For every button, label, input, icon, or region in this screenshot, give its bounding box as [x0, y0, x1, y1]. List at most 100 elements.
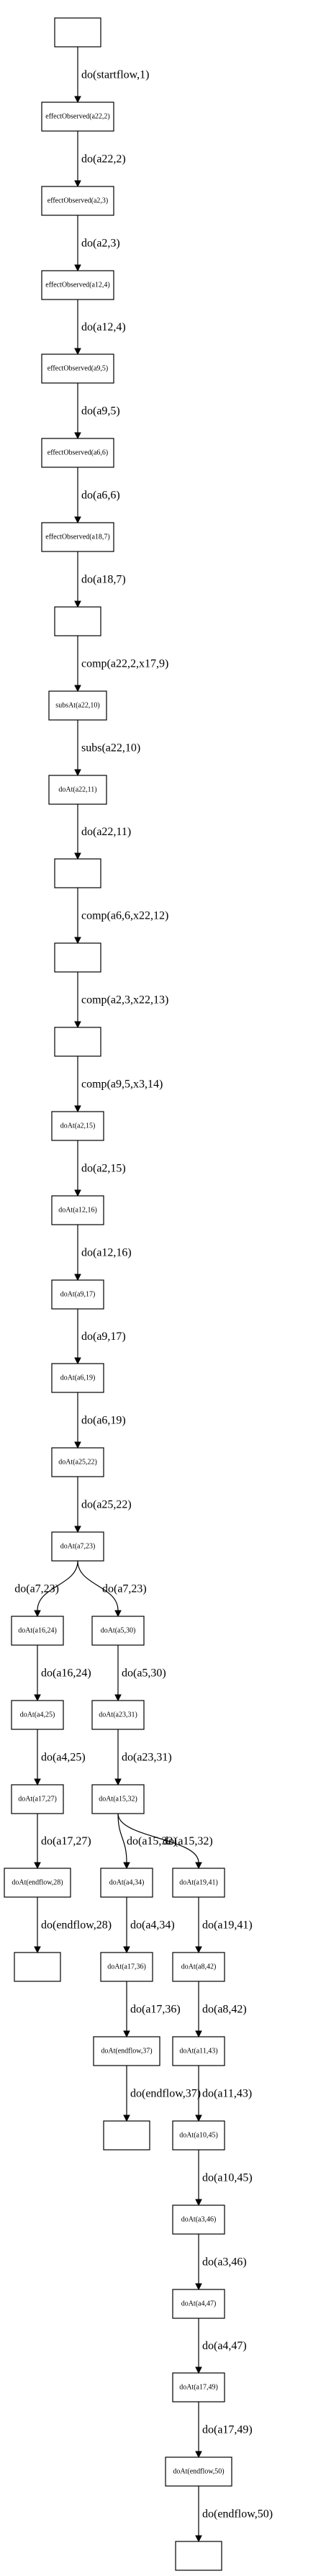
node-label: effectObserved(a2,3): [47, 197, 109, 204]
transition-edge: do(a22,11): [74, 804, 131, 860]
state-node: doAt(a15,32): [91, 1784, 145, 1814]
arrowhead: [195, 2030, 202, 2038]
state-node: doAt(a9,17): [51, 1279, 104, 1310]
arrowhead: [74, 180, 81, 188]
state-node: doAt(a12,16): [51, 1195, 104, 1225]
edge-label: do(a22,11): [81, 826, 131, 838]
transition-edge: do(a10,45): [195, 2150, 253, 2207]
node-label: effectObserved(a9,5): [47, 364, 109, 372]
arrowhead: [195, 2366, 202, 2374]
node-label: doAt(endflow,28): [12, 1878, 63, 1886]
node-label: doAt(a10,45): [179, 2131, 218, 2139]
node-box: [51, 1279, 104, 1310]
node-label: effectObserved(a12,4): [45, 281, 110, 289]
edge-label: do(a15,32): [127, 1835, 177, 1847]
edge-label: do(a4,25): [41, 1752, 86, 1764]
transition-edge: do(a17,49): [195, 2402, 253, 2459]
node-box: [14, 1952, 61, 1982]
transition-edge: comp(a6,6,x22,12): [74, 888, 168, 945]
arrowhead: [74, 432, 81, 440]
node-label: doAt(a6,19): [60, 1374, 96, 1382]
transition-edge: do(a19,41): [195, 1897, 253, 1954]
edge-label: do(a2,15): [81, 1163, 126, 1175]
node-box: [11, 1700, 64, 1730]
node-label: doAt(a4,47): [181, 2300, 217, 2307]
transition-edge: do(endflow,37): [123, 2066, 201, 2122]
node-label: effectObserved(a18,7): [45, 533, 110, 541]
state-node: doAt(endflow,50): [165, 2456, 232, 2487]
node-label: doAt(a19,41): [179, 1878, 218, 1886]
node-label: doAt(a12,16): [58, 1206, 97, 1214]
node-box: [41, 522, 114, 552]
state-node: doAt(a4,25): [11, 1700, 64, 1730]
edge-label: do(a4,34): [130, 1919, 175, 1932]
edge-line: [117, 1813, 127, 1863]
transition-edge: do(a5,30): [114, 1645, 166, 1702]
edge-label: do(endflow,37): [130, 2088, 201, 2100]
edge-label: do(a9,17): [81, 1330, 126, 1343]
node-box: [172, 1952, 225, 1982]
arrowhead: [74, 769, 81, 777]
state-node: doAt(a17,49): [172, 2372, 225, 2402]
edge-label: do(a15,32): [163, 1835, 213, 1847]
node-label: subsAt(a22,10): [55, 701, 99, 709]
edge-label: do(a16,24): [41, 1667, 91, 1680]
state-node: doAt(a22,11): [48, 775, 107, 805]
node-label: doAt(a3,46): [181, 2215, 217, 2223]
transition-edge: do(a15,32): [117, 1813, 213, 1870]
node-box: [51, 1531, 104, 1562]
transition-edge: do(a15,32): [117, 1813, 177, 1870]
edge-label: do(a9,5): [81, 405, 120, 418]
edge-label: do(a7,23): [14, 1583, 59, 1595]
state-node: doAt(a23,31): [91, 1700, 145, 1730]
arrowhead: [123, 2030, 130, 2038]
state-node: effectObserved(a9,5): [41, 353, 114, 384]
node-box: [41, 438, 114, 468]
arrowhead: [74, 96, 81, 104]
node-box: [41, 353, 114, 384]
node-box: [41, 186, 114, 216]
arrowhead: [195, 1946, 202, 1954]
transition-edge: comp(a2,3,x22,13): [74, 972, 168, 1029]
edge-line: [37, 1560, 78, 1611]
edge-label: do(startflow,1): [81, 69, 150, 81]
arrowhead: [74, 1441, 81, 1449]
transition-edge: do(a2,3): [74, 215, 120, 272]
state-node: doAt(a3,46): [172, 2205, 225, 2235]
transition-edge: do(a22,2): [74, 131, 126, 188]
transition-edge: do(a11,43): [195, 2066, 252, 2122]
node-label: doAt(a8,42): [181, 1963, 217, 1971]
edge-label: do(a5,30): [122, 1667, 166, 1680]
edge-label: do(a8,42): [202, 2004, 247, 2016]
node-box: [54, 1027, 101, 1057]
node-label: doAt(a23,31): [99, 1711, 137, 1719]
edge-label: do(a7,23): [102, 1583, 147, 1595]
arrowhead: [74, 1021, 81, 1029]
edge-label: do(a12,16): [81, 1247, 132, 1259]
transition-edge: do(a4,47): [195, 2318, 247, 2374]
transition-edge: do(a12,16): [74, 1225, 132, 1282]
arrowhead: [114, 1694, 122, 1702]
transition-edge: do(startflow,1): [74, 47, 150, 104]
state-node: doAt(endflow,37): [93, 2036, 160, 2066]
state-node: doAt(a17,36): [100, 1952, 153, 1982]
state-node: effectObserved(a22,2): [41, 102, 114, 132]
edge-label: do(a6,6): [81, 490, 120, 502]
edge-label: do(a11,43): [202, 2088, 252, 2100]
arrowhead: [195, 2535, 202, 2543]
edges-layer: do(startflow,1)do(a22,2)do(a2,3)do(a12,4…: [14, 47, 273, 2543]
arrowhead: [74, 852, 81, 860]
transition-edge: do(a2,15): [74, 1140, 126, 1197]
node-box: [54, 942, 101, 973]
transition-edge: comp(a22,2,x17,9): [74, 636, 168, 693]
transition-edge: do(a8,42): [195, 1981, 247, 2038]
node-label: doAt(endflow,37): [101, 2047, 152, 2055]
arrowhead: [74, 1357, 81, 1365]
node-label: doAt(a5,30): [101, 1626, 136, 1634]
node-box: [48, 690, 107, 721]
arrowhead: [195, 2199, 202, 2207]
node-box: [11, 1616, 64, 1646]
edge-label: do(a4,47): [202, 2340, 247, 2352]
empty-state-node: [54, 606, 101, 636]
